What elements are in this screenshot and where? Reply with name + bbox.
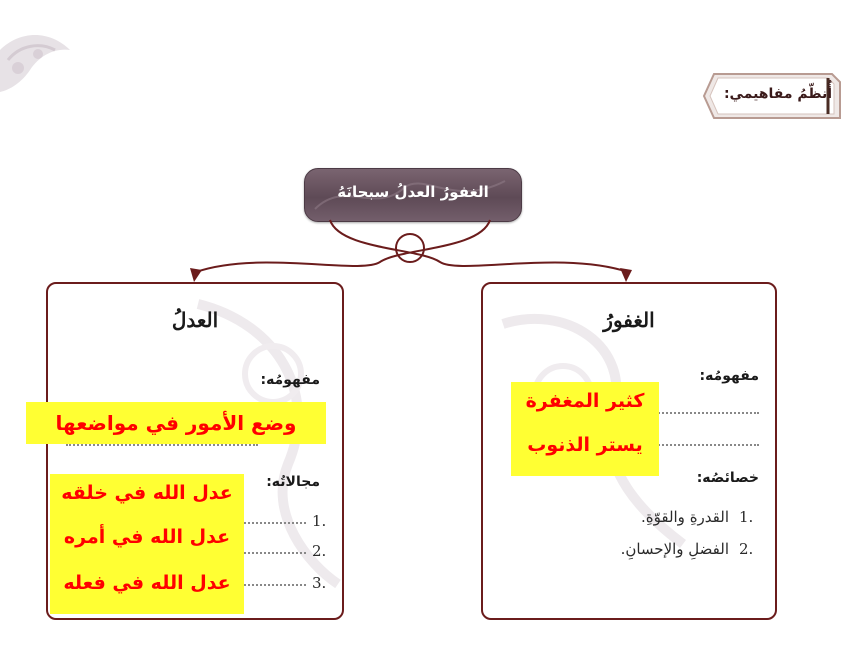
forgiving-concept-label: مفهومُه: bbox=[699, 368, 759, 384]
justice-field-1-line bbox=[244, 522, 306, 524]
justice-fields-label: مجالاتُه: bbox=[266, 474, 320, 490]
forgiving-traits-label: خصائصُه: bbox=[696, 470, 759, 486]
forgiving-concept-answer-1: كثير المغفرة bbox=[525, 390, 645, 412]
justice-field-1-answer: عدل الله في خلقه bbox=[61, 482, 233, 504]
justice-field-3-number: 3. bbox=[312, 574, 327, 592]
justice-field-2-answer: عدل الله في أمره bbox=[63, 526, 231, 548]
justice-field-3-line bbox=[244, 584, 306, 586]
justice-concept-answer: وضع الأمور في مواضعها bbox=[26, 402, 326, 444]
arrow-left-head bbox=[190, 268, 202, 282]
forgiving-trait-2-text: الفضلِ والإحسانِ. bbox=[620, 540, 729, 558]
justice-card-title: العدلُ bbox=[171, 308, 219, 332]
forgiving-trait-1-number: 1. bbox=[739, 508, 754, 526]
justice-field-3-answer: عدل الله في فعله bbox=[63, 572, 231, 594]
justice-concept-label: مفهومُه: bbox=[260, 372, 320, 388]
tag-shape bbox=[702, 73, 841, 119]
forgiving-concept-line-1 bbox=[655, 412, 759, 414]
header-pattern bbox=[314, 180, 506, 210]
justice-fields-answer-box: عدل الله في خلقه عدل الله في أمره عدل ال… bbox=[50, 474, 244, 614]
forgiving-concept-answer-box: كثير المغفرة يستر الذنوب bbox=[511, 382, 659, 476]
section-tag: أُنظّمُ مفاهيمي: bbox=[702, 66, 842, 126]
justice-field-2-number: 2. bbox=[312, 542, 327, 560]
concept-map-title: الغفورُ العدلُ سبحانَهُ bbox=[337, 183, 489, 201]
forgiving-trait-1-text: القدرةِ والقوّةِ. bbox=[640, 508, 729, 526]
forgiving-trait-2-number: 2. bbox=[739, 540, 754, 558]
justice-concept-line bbox=[66, 444, 258, 446]
concept-map-title-box: الغفورُ العدلُ سبحانَهُ bbox=[304, 168, 522, 222]
arrow-right-head bbox=[620, 268, 632, 282]
justice-field-1-number: 1. bbox=[312, 512, 327, 530]
section-tag-label: أُنظّمُ مفاهيمي: bbox=[723, 86, 833, 102]
forgiving-concept-line-2 bbox=[655, 444, 759, 446]
justice-field-2-line bbox=[244, 552, 306, 554]
forgiving-card-title: الغفورُ bbox=[603, 308, 655, 332]
corner-ornament bbox=[0, 35, 70, 92]
forgiving-concept-answer-2: يستر الذنوب bbox=[527, 434, 643, 456]
